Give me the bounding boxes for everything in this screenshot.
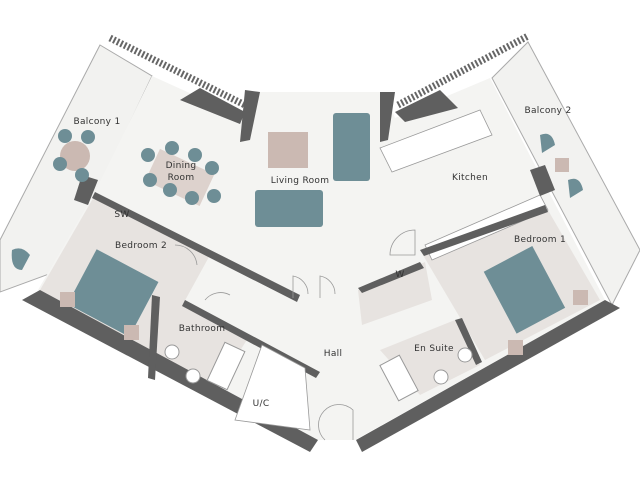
bed-1 <box>483 245 566 334</box>
sofa-right <box>333 113 370 181</box>
living-double-door <box>292 275 336 298</box>
label-balcony-2: Balcony 2 <box>524 106 572 116</box>
kitchen-door <box>389 229 416 256</box>
label-sw: SW <box>114 210 130 220</box>
label-hall: Hall <box>323 349 343 359</box>
balcony-2-area <box>491 41 640 307</box>
bedroom-2-door <box>174 244 198 266</box>
coffee-table <box>268 132 308 168</box>
label-bathroom: Bathroom <box>178 324 226 334</box>
bathroom-door <box>204 292 231 301</box>
dining-table <box>145 148 215 206</box>
label-uc: U/C <box>252 399 270 409</box>
toilet <box>164 344 180 360</box>
label-bedroom-1: Bedroom 1 <box>514 235 566 245</box>
label-dining-room: Dining Room <box>165 161 197 183</box>
balcony-table <box>60 141 90 171</box>
walls <box>22 88 620 452</box>
railing-left <box>108 34 247 109</box>
railing-right <box>396 32 530 109</box>
label-w: W <box>395 270 405 280</box>
label-balcony-1: Balcony 1 <box>73 117 121 127</box>
bathtub <box>206 341 246 391</box>
basin <box>185 368 201 384</box>
doors <box>174 229 416 441</box>
furniture <box>11 113 588 385</box>
label-kitchen: Kitchen <box>452 173 488 183</box>
label-bedroom-2: Bedroom 2 <box>115 241 167 251</box>
utility-cupboard <box>234 344 311 431</box>
label-en-suite: En Suite <box>414 344 454 354</box>
label-living-room: Living Room <box>270 176 330 186</box>
bed-2 <box>67 249 159 337</box>
kitchen-counter-top <box>379 109 493 173</box>
entrance-door <box>318 404 354 441</box>
en-suite-bath <box>379 354 419 402</box>
sofa-bottom <box>255 190 323 227</box>
wardrobe-floor <box>358 262 432 325</box>
